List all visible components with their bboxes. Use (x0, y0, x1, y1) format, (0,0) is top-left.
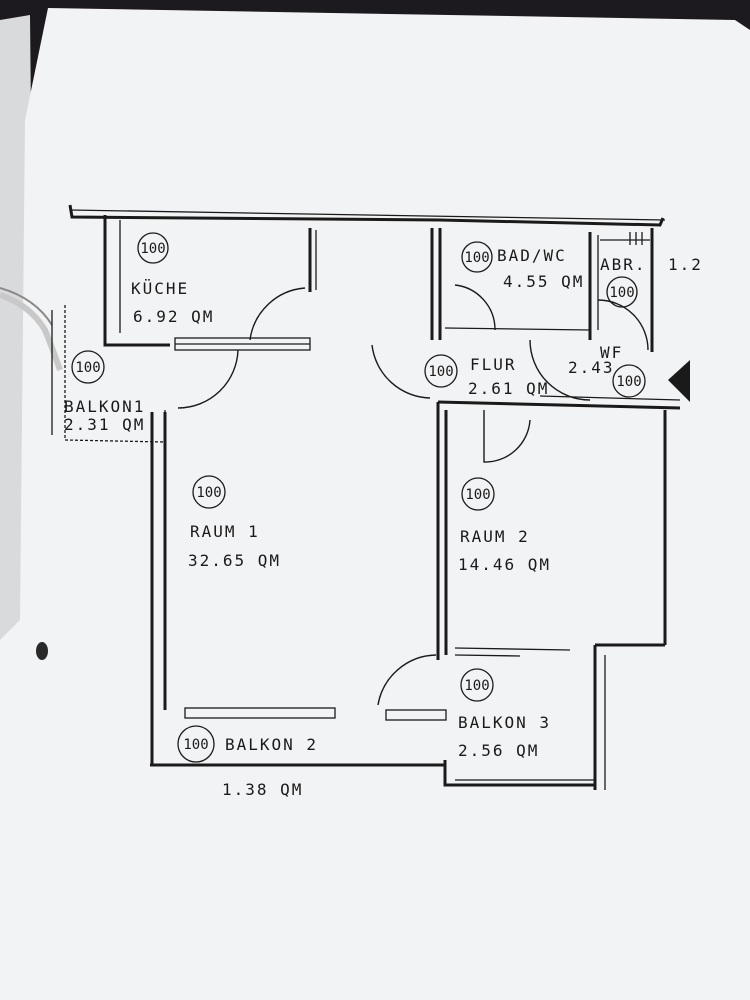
room-area-abr: 1.2 (668, 255, 703, 274)
svg-text:100: 100 (465, 487, 490, 503)
svg-text:100: 100 (183, 737, 208, 753)
doors (177, 284, 649, 706)
room-name-wf: WF (600, 343, 623, 362)
punch-hole (36, 642, 48, 660)
svg-text:100: 100 (609, 285, 634, 301)
room-name-balkon2: BALKON 2 (225, 735, 318, 754)
room-area-raum2: 14.46 QM (458, 555, 551, 574)
walls (51, 204, 690, 790)
svg-text:100: 100 (616, 374, 641, 390)
room-labels: KÜCHE 6.92 QM BALKON1 2.31 QM BAD/WC 4.5… (64, 246, 703, 799)
room-area-balkon2: 1.38 QM (222, 780, 303, 799)
badge-balkon2: 100 (177, 725, 215, 763)
room-name-abr: ABR. (600, 255, 647, 274)
room-area-flur: 2.61 QM (468, 379, 549, 398)
badge-wf: 100 (612, 364, 646, 398)
room-area-raum1: 32.65 QM (188, 551, 281, 570)
room-name-raum1: RAUM 1 (190, 522, 260, 541)
badge-bad-wc: 100 (461, 241, 493, 273)
svg-text:100: 100 (196, 485, 221, 501)
badge-raum1: 100 (192, 475, 226, 509)
svg-text:100: 100 (464, 250, 489, 266)
room-area-bad-wc: 4.55 QM (503, 272, 584, 291)
room-badges: 100 100 100 100 100 100 100 100 (71, 232, 646, 763)
svg-text:100: 100 (428, 364, 453, 380)
room-name-raum2: RAUM 2 (460, 527, 530, 546)
badge-balkon1: 100 (71, 350, 105, 384)
room-name-balkon3: BALKON 3 (458, 713, 551, 732)
svg-text:100: 100 (464, 678, 489, 694)
badge-kueche: 100 (137, 232, 169, 264)
room-name-flur: FLUR (470, 355, 517, 374)
badge-raum2: 100 (461, 477, 495, 511)
svg-text:100: 100 (140, 241, 165, 257)
room-name-bad-wc: BAD/WC (497, 246, 567, 265)
room-area-wf: 2.43 (568, 358, 615, 377)
badge-balkon3: 100 (460, 668, 494, 702)
room-name-kueche: KÜCHE (131, 279, 189, 298)
room-name-balkon1: BALKON1 (64, 397, 145, 416)
paper-sheet (0, 8, 750, 1000)
badge-abr: 100 (606, 276, 638, 308)
room-area-balkon1: 2.31 QM (64, 415, 145, 434)
room-area-balkon3: 2.56 QM (458, 741, 539, 760)
badge-flur: 100 (424, 354, 458, 388)
svg-text:100: 100 (75, 360, 100, 376)
room-area-kueche: 6.92 QM (133, 307, 214, 326)
binder-ring (0, 292, 63, 371)
